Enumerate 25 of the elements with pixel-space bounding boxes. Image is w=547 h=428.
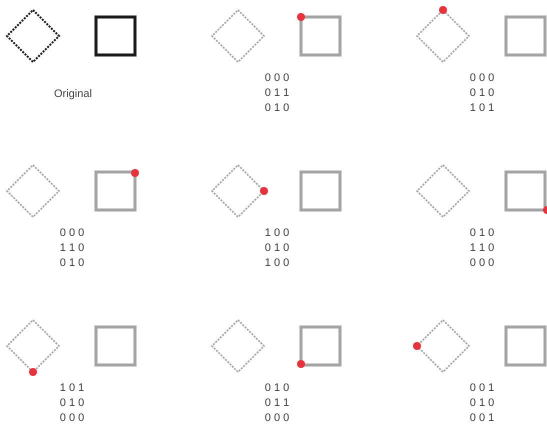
matrix-row: 0 1 0 [470,396,494,411]
matrix-row: 0 0 0 [60,411,84,426]
matrix-row: 1 1 0 [60,241,84,256]
matrix-row: 1 0 1 [470,101,494,116]
matrix-row: 1 0 0 [264,226,290,241]
matrix-row: 0 1 1 [264,396,290,411]
caption-text: Original [54,87,92,102]
matrix-row: 0 0 0 [264,411,290,426]
matrix-row: 0 1 0 [470,86,494,101]
matrix-row: 0 1 0 [264,101,290,116]
matrix-row: 0 0 1 [470,411,494,426]
matrix-row: 1 0 0 [264,256,290,271]
matrix-row: 0 1 0 [264,381,290,396]
matrix-row: 1 1 0 [470,241,494,256]
matrix-row: 0 1 0 [264,241,290,256]
matrix-row: 0 1 0 [60,396,84,411]
matrix-row: 0 1 1 [264,86,290,101]
matrix-row: 0 1 0 [60,256,84,271]
matrix-row: 1 0 1 [60,381,84,396]
matrix-row: 0 0 0 [60,226,84,241]
matrix-row: 0 1 0 [470,226,494,241]
matrix-row: 0 0 0 [470,256,494,271]
matrix-row: 0 0 1 [470,381,494,396]
matrix-row: 0 0 0 [264,71,290,86]
matrix-row: 0 0 0 [470,71,494,86]
